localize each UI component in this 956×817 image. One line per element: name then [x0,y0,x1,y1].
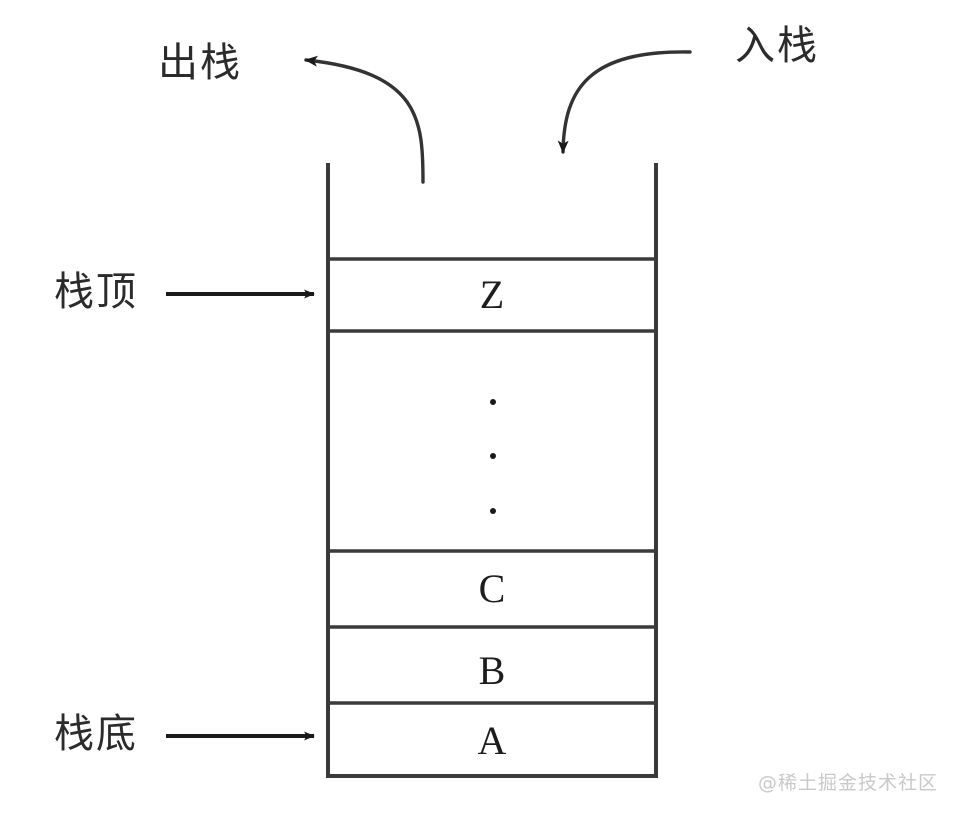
ellipsis-dot [490,399,496,405]
stack-cell-b: B [478,648,506,693]
stack-container-outline [326,163,658,778]
stack-cell-a: A [477,718,507,763]
stack-bottom-label: 栈底 [54,711,138,757]
stack-top-label: 栈顶 [54,269,138,315]
pop-label: 出栈 [158,40,242,86]
stack-cell-dividers [328,257,656,705]
ellipsis-dot [490,508,496,514]
push-label: 入栈 [735,23,819,69]
stack-cell-z: Z [479,272,505,317]
ellipsis-dot [490,453,496,459]
watermark: @稀土掘金技术社区 [757,772,938,794]
pop-curved-arrow [304,55,425,184]
push-curved-arrow [557,50,692,154]
stack-cell-c: C [478,566,506,611]
